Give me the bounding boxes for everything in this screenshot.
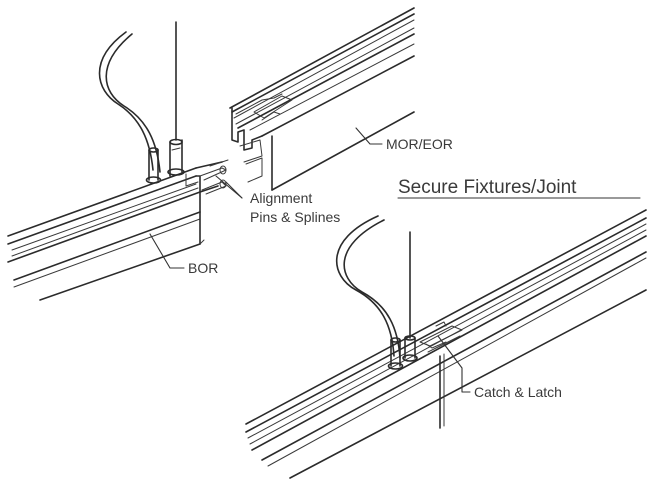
bor-leader: [149, 233, 185, 269]
bor-suspension: [98, 21, 185, 184]
label-alignment-line2: Pins & Splines: [250, 209, 340, 225]
label-catch-latch: Catch & Latch: [474, 384, 562, 400]
label-mor-eor: MOR/EOR: [386, 136, 453, 152]
joined-fixture: [245, 209, 647, 479]
mor-eor-fixture: [229, 7, 415, 191]
catch-latch-leader: [437, 335, 471, 393]
label-alignment-line1: Alignment: [250, 190, 312, 206]
mor-eor-leader: [355, 127, 383, 145]
page-title: Secure Fixtures/Joint: [398, 177, 577, 198]
alignment-leader-b: [215, 175, 243, 199]
bor-fixture: [7, 161, 223, 301]
joined-suspension: [336, 215, 418, 370]
alignment-pins: [199, 159, 229, 195]
label-bor: BOR: [188, 260, 218, 276]
